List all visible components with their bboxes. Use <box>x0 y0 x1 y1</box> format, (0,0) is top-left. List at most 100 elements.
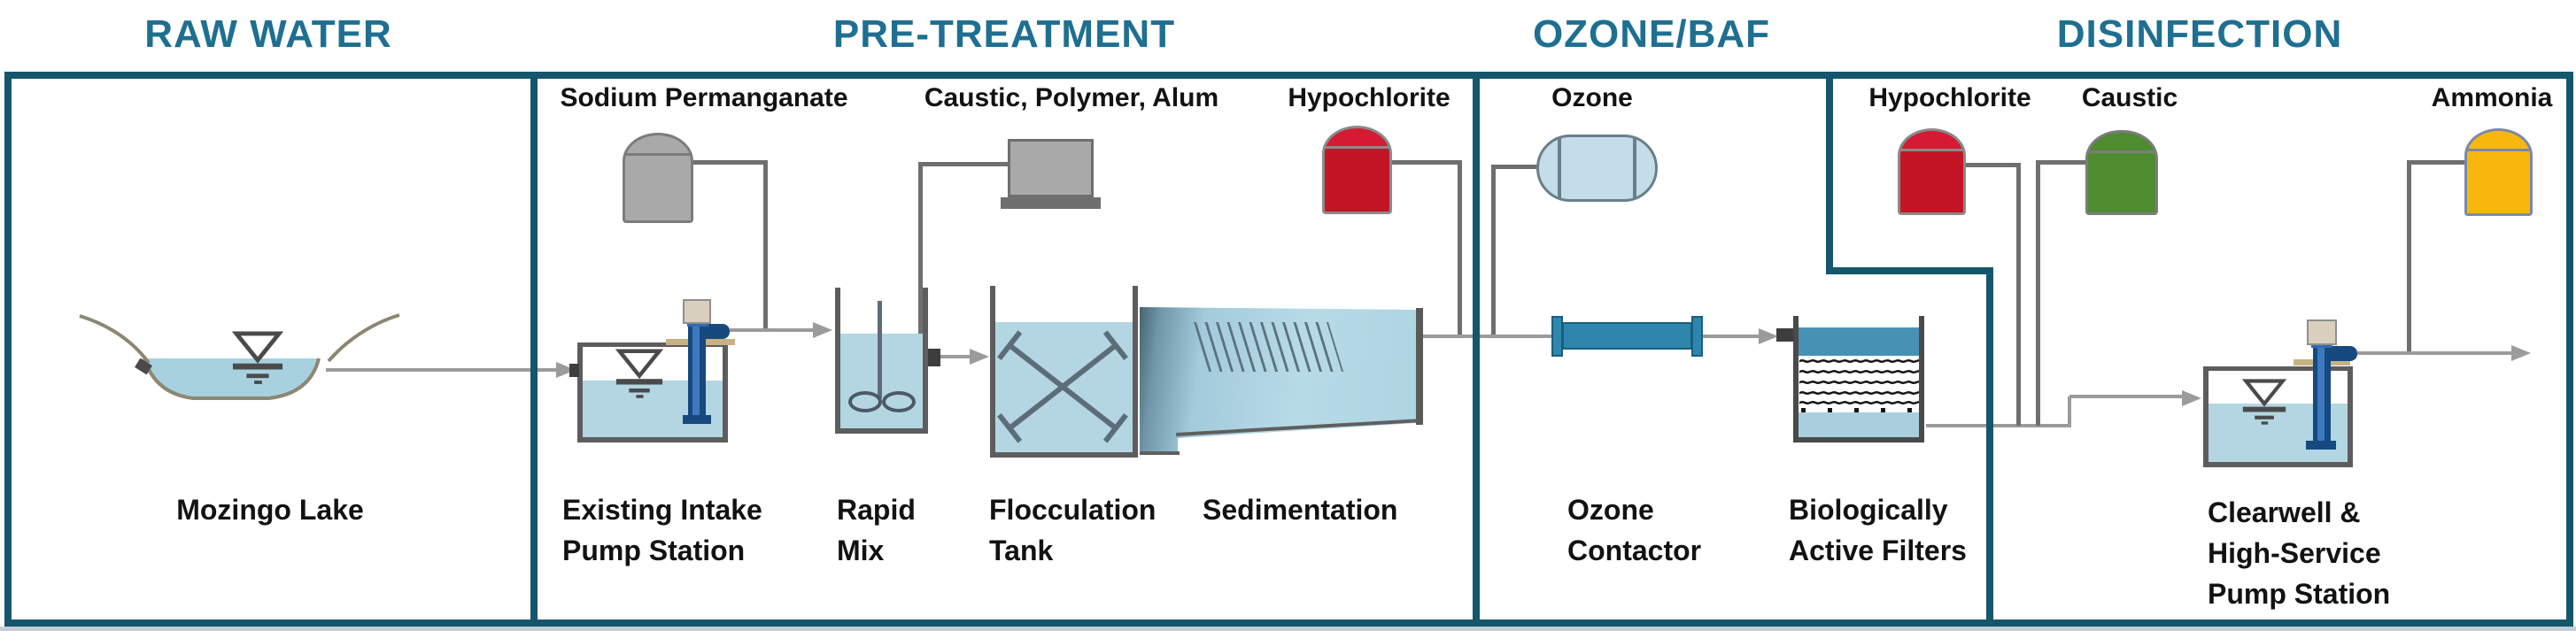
section-header-pre-treatment: PRE-TREATMENT <box>832 12 1176 56</box>
pipe-sodium-permanganate-v <box>763 160 768 328</box>
pipe-caustic-dis-v <box>2036 160 2040 426</box>
box-bottom-border <box>4 619 2573 627</box>
pipe-caustic-dis-h <box>2036 160 2085 165</box>
label-mozingo-lake: Mozingo Lake <box>176 494 364 526</box>
intake-tank-left-wall <box>577 342 583 442</box>
label-ozone: Ozone <box>1551 83 1633 112</box>
floc-bottom <box>990 452 1138 458</box>
clearwell-left-wall <box>2203 366 2209 467</box>
lake-left-bank <box>79 314 151 365</box>
feeder-caustic-polymer-alum <box>1008 139 1094 197</box>
intake-pump-elbow <box>703 324 730 339</box>
ozone-tank-cap-line <box>1633 137 1636 199</box>
baf-media-texture: ~~~~~~~~~~~~ <box>1799 398 1919 409</box>
flow-line-rapidmix-to-floc <box>940 355 971 358</box>
baf-left-wall <box>1793 316 1799 442</box>
section-header-ozone-baf: OZONE/BAF <box>1532 12 1771 56</box>
flow-line-baf-to-clearwell-2 <box>2068 396 2071 427</box>
clearwell-pump-motor <box>2307 319 2337 345</box>
rapidmix-outlet-fitting <box>924 349 940 366</box>
label-hypochlorite-dis: Hypochlorite <box>1868 83 2031 112</box>
lake-bed-line <box>143 358 321 400</box>
label-line: Pump Station <box>562 535 746 566</box>
water-level-icon <box>232 331 283 384</box>
rapidmix-impeller-icon <box>848 391 882 412</box>
rapidmix-left-wall <box>835 288 840 434</box>
intake-inlet-fitting <box>569 364 579 377</box>
water-level-icon <box>2242 379 2286 425</box>
flow-line-sed-to-contactor <box>1421 335 1552 338</box>
lake-right-bank <box>327 313 400 363</box>
flow-line-finished-water <box>2357 351 2513 355</box>
intake-pump-column <box>688 326 706 418</box>
baf-underdrain <box>1799 412 1919 437</box>
label-line: Flocculation <box>989 494 1156 526</box>
label-sedimentation: Sedimentation <box>1203 494 1398 526</box>
label-intake-pump-station: Existing Intake Pump Station <box>562 489 762 571</box>
pipe-caustic-polymer-alum-h <box>922 162 1010 166</box>
tank-sodium-permanganate <box>623 133 693 223</box>
sedimentation-notch-line <box>1140 451 1180 455</box>
label-ozone-contactor: Ozone Contactor <box>1567 489 1701 571</box>
label-caustic-polymer-alum: Caustic, Polymer, Alum <box>924 83 1219 112</box>
baf-inlet-fitting <box>1776 328 1794 342</box>
baf-media-zone <box>1799 356 1919 412</box>
divider-pretreatment-ozonebaf <box>1473 72 1480 627</box>
baf-bottom <box>1793 437 1924 442</box>
tank-dome-line <box>1900 149 1963 151</box>
label-hypochlorite-pre: Hypochlorite <box>1288 83 1450 112</box>
divider-ozonebaf-disinfection-upper <box>1826 72 1833 274</box>
label-rapid-mix: Rapid Mix <box>837 489 916 571</box>
ozone-tank-cap-line <box>1558 137 1561 199</box>
rapidmix-bottom <box>835 428 928 434</box>
label-line: Pump Station <box>2208 578 2391 610</box>
floc-left-wall <box>990 286 995 458</box>
baf-right-wall <box>1919 316 1924 442</box>
pipe-ozone-h <box>1491 165 1538 169</box>
flow-arrow-icon <box>2182 390 2201 406</box>
label-line: Existing Intake <box>562 494 762 526</box>
tank-dome-line <box>1325 146 1389 149</box>
label-line: Ozone <box>1567 494 1654 526</box>
divider-ozonebaf-disinfection-lower <box>1986 267 1993 627</box>
tank-hypochlorite-pre <box>1322 126 1392 214</box>
flow-line-contactor-to-baf <box>1703 335 1760 338</box>
baf-media-texture: ~~~~~~~~~~~~ <box>1799 389 1919 399</box>
pipe-ozone-v <box>1491 165 1496 335</box>
bottom-shadow-strip <box>0 627 2576 631</box>
rapidmix-right-wall <box>923 288 928 434</box>
label-line: High-Service <box>2208 537 2381 569</box>
flow-line-baf-to-clearwell-1 <box>1926 424 2071 427</box>
label-ammonia: Ammonia <box>2431 83 2553 112</box>
flow-arrow-icon <box>2511 345 2531 361</box>
baf-media-texture: ~~~~~~~~~~~~ <box>1799 357 1919 367</box>
label-flocculation-tank: Flocculation Tank <box>989 489 1156 571</box>
pipe-ammonia-v <box>2407 160 2411 351</box>
tank-dome-line <box>625 153 691 156</box>
clearwell-top <box>2203 366 2353 371</box>
flow-arrow-icon <box>970 349 989 365</box>
pipe-hypochlorite-pre-h <box>1392 160 1462 165</box>
pipe-hypochlorite-dis-v <box>2016 163 2021 426</box>
rapidmix-impeller-icon <box>882 391 916 412</box>
tank-hypochlorite-dis <box>1898 128 1966 215</box>
label-line: Mix <box>837 535 885 566</box>
feeder-base <box>1001 197 1101 209</box>
flow-line-lake-to-intake <box>326 368 558 372</box>
box-top-border <box>4 72 2573 79</box>
ozone-contactor-flange <box>1691 316 1703 357</box>
sedimentation-right-wall <box>1416 308 1423 425</box>
divider-rawwater-pretreatment <box>530 72 538 627</box>
label-line: Contactor <box>1567 535 1702 566</box>
baf-media-texture: ~~~~~~~~~~~~ <box>1799 367 1919 378</box>
label-line: Tank <box>989 535 1054 566</box>
box-left-border <box>4 72 12 627</box>
clearwell-right-wall <box>2348 366 2353 467</box>
intake-pump-foot <box>683 415 711 424</box>
label-line: Clearwell & <box>2208 496 2361 528</box>
pipe-caustic-polymer-alum-v <box>918 162 923 350</box>
tank-ammonia <box>2464 128 2533 216</box>
tank-dome-line <box>2467 149 2530 151</box>
pipe-ammonia-h <box>2411 160 2466 165</box>
